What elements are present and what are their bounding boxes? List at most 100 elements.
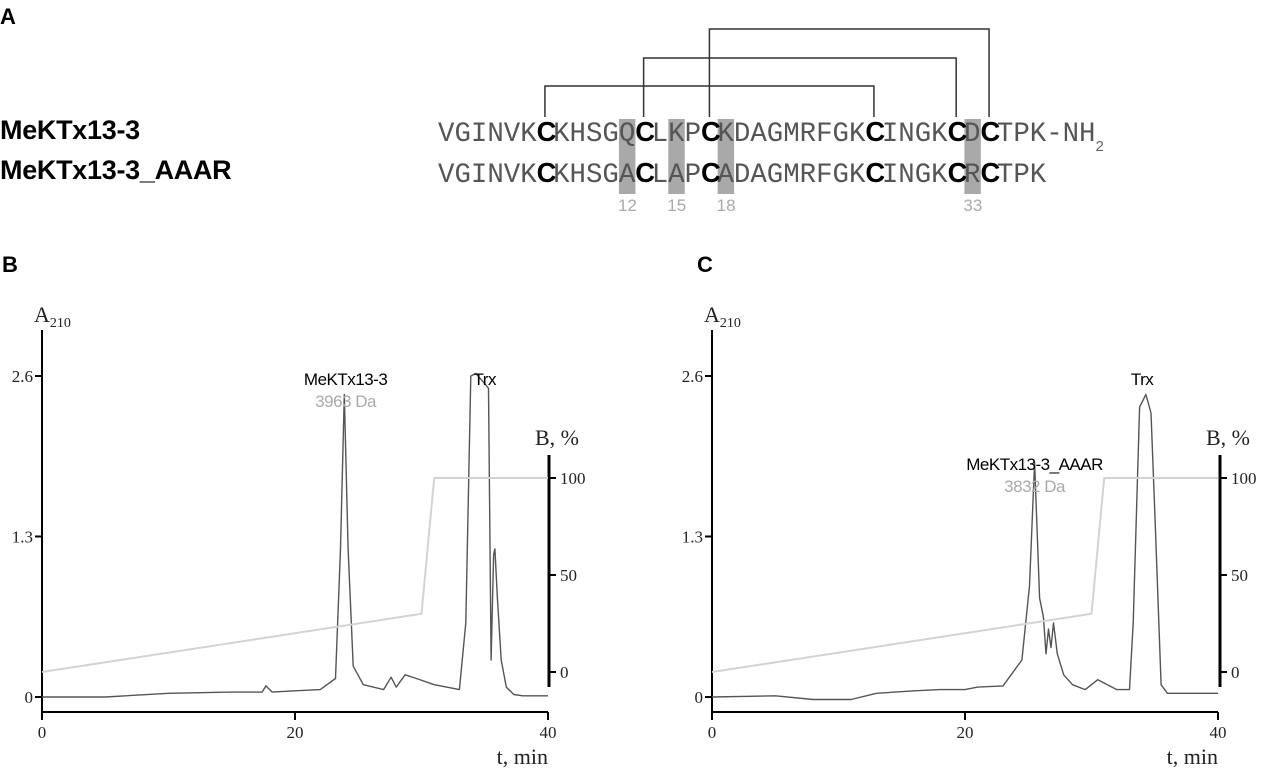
residue: A xyxy=(750,160,767,191)
y-axis-label-subscript: 210 xyxy=(720,316,741,331)
y-tick-label: 2.6 xyxy=(682,367,703,386)
residue: P xyxy=(1013,119,1030,150)
y2-tick-label: 0 xyxy=(560,663,569,682)
sequence-name-wild-type: MeKTx13-3 xyxy=(0,115,140,145)
cysteine-residue: C xyxy=(865,157,886,188)
disulfide-bond-line xyxy=(708,28,990,117)
residue: L xyxy=(651,119,669,150)
residue: H xyxy=(569,119,586,150)
cysteine-residue: C xyxy=(536,116,557,147)
mutation-highlight xyxy=(668,119,685,194)
residue: G xyxy=(766,119,784,150)
residue: K xyxy=(553,160,570,191)
x-axis-label: t, min xyxy=(497,744,548,769)
y-axis-label-subscript: 210 xyxy=(50,316,71,331)
peak-label: Trx xyxy=(474,370,497,389)
cysteine-residue: C xyxy=(701,157,721,188)
mass-annotation: 3963 Da xyxy=(315,392,377,411)
gradient-line xyxy=(41,477,548,673)
residue: K xyxy=(717,119,734,150)
y2-tick-label: 50 xyxy=(560,566,577,585)
x-tick-label: 20 xyxy=(957,723,974,742)
cysteine-residue: C xyxy=(865,116,886,147)
sequence-mutant: VGINVKCKHSGACLAPCADAGMRFGKCINGKCRCTPK xyxy=(438,157,1046,192)
peak-label: MeKTx13-3_AAAR xyxy=(966,455,1103,474)
residue: I xyxy=(881,160,899,191)
residue: G xyxy=(914,160,932,191)
residue: G xyxy=(832,119,849,150)
residue: G xyxy=(602,119,619,150)
residue: T xyxy=(996,160,1014,191)
residue: D xyxy=(733,119,751,150)
residue: A xyxy=(717,160,734,191)
residue: G xyxy=(454,160,471,191)
residue: G xyxy=(914,119,932,150)
residue: F xyxy=(816,119,833,150)
y-tick-label: 1.3 xyxy=(682,528,703,547)
residue: K xyxy=(848,119,866,150)
residue: S xyxy=(585,119,603,150)
residue: V xyxy=(438,119,455,150)
peak-label: MeKTx13-3 xyxy=(304,370,387,389)
mutation-highlight xyxy=(964,119,981,194)
x-tick-label: 20 xyxy=(287,723,304,742)
x-tick-label: 40 xyxy=(1210,723,1227,742)
disulfide-bonds xyxy=(544,28,990,117)
residue: A xyxy=(750,119,767,150)
gradient-line xyxy=(711,477,1218,673)
residue: K xyxy=(931,119,948,150)
residue: D xyxy=(733,160,751,191)
residue: K xyxy=(848,160,866,191)
x-tick-label: 0 xyxy=(708,723,717,742)
mutation-position-label: 15 xyxy=(667,196,687,215)
y-tick-label: 0 xyxy=(25,688,34,707)
residue: M xyxy=(783,160,800,191)
y2-axis-label: B, % xyxy=(535,425,579,450)
x-tick-label: 0 xyxy=(38,723,47,742)
residue: N xyxy=(898,160,915,191)
residue: N xyxy=(898,119,915,150)
residue: K xyxy=(520,160,537,191)
residue: I xyxy=(881,119,899,150)
residue: K xyxy=(1029,160,1047,191)
residue: P xyxy=(684,160,701,191)
residue: K xyxy=(520,119,537,150)
residue: D xyxy=(964,119,981,150)
peak-label: Trx xyxy=(1131,370,1154,389)
residue: T xyxy=(996,119,1014,150)
y-tick-label: 0 xyxy=(695,688,704,707)
mutation-position-label: 33 xyxy=(963,196,983,215)
panel-a-label: A xyxy=(0,4,16,29)
residue: I xyxy=(470,119,488,150)
disulfide-bond-diagram xyxy=(544,28,990,194)
panel-b-label: B xyxy=(2,252,18,277)
residue: V xyxy=(438,160,455,191)
y2-tick-label: 100 xyxy=(560,469,586,488)
x-axis-label: t, min xyxy=(1167,744,1218,769)
c-terminal-amide: -NH xyxy=(1046,119,1096,150)
sequence-wild-type: VGINVKCKHSGQCLKPCKDAGMRFGKCINGKCDCTPK-NH… xyxy=(438,116,1104,155)
residue: M xyxy=(783,119,800,150)
residue: I xyxy=(470,160,488,191)
mutation-highlight xyxy=(717,119,735,194)
mutation-highlights xyxy=(618,119,981,194)
y-tick-label: 1.3 xyxy=(12,528,33,547)
residue: N xyxy=(487,119,504,150)
residue: A xyxy=(618,160,636,191)
mutation-position-label: 18 xyxy=(716,196,736,215)
panel-c-label: C xyxy=(697,252,713,277)
cysteine-residue: C xyxy=(635,116,656,147)
cysteine-residue: C xyxy=(947,157,968,188)
residue: P xyxy=(1013,160,1030,191)
residue: K xyxy=(1029,119,1047,150)
cysteine-residue: C xyxy=(536,157,557,188)
y-axis-label: A210 xyxy=(34,302,71,331)
sequence-name-mutant: MeKTx13-3_AAAR xyxy=(0,155,232,185)
disulfide-bond-line xyxy=(642,57,957,117)
y-axis-label: A210 xyxy=(704,302,741,331)
absorbance-trace xyxy=(42,372,548,698)
residue: G xyxy=(602,160,619,191)
residue: G xyxy=(832,160,849,191)
